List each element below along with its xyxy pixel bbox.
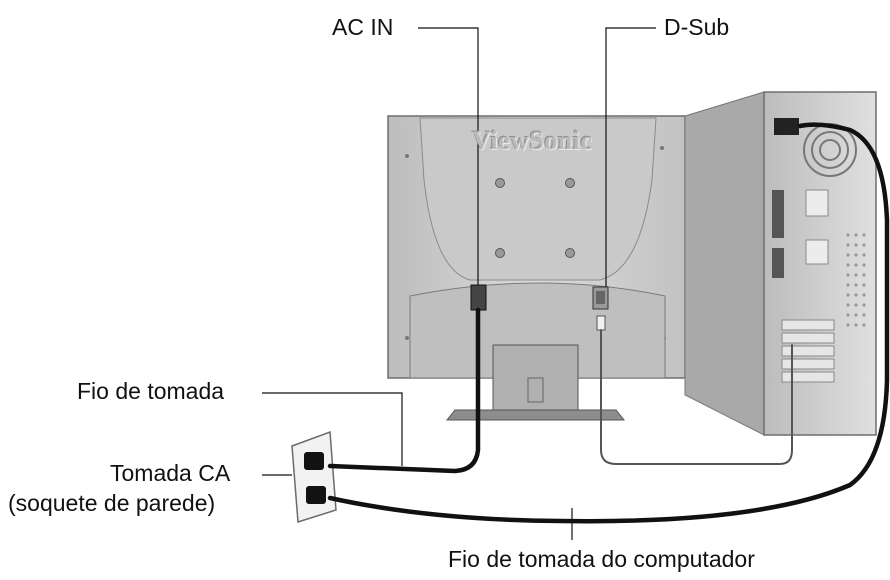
- d-sub-plug: [596, 315, 606, 331]
- io-panel: [772, 190, 784, 238]
- outlet-plug-bottom: [306, 486, 326, 504]
- power-cord-leader: [262, 392, 403, 466]
- corner-screw: [405, 336, 409, 340]
- wall-outlet: [291, 430, 337, 523]
- monitor-rear-cover: [419, 117, 657, 281]
- mount-hole: [495, 248, 505, 258]
- leader-lines: [262, 27, 656, 540]
- computer: [684, 91, 877, 436]
- outlet-plug-top: [304, 452, 324, 470]
- io-panel: [772, 248, 784, 278]
- io-slot: [805, 239, 829, 265]
- outlet-plate: [291, 430, 337, 523]
- corner-screw: [660, 146, 664, 150]
- d-sub-cable: [600, 329, 793, 465]
- mount-hole: [565, 178, 575, 188]
- power-cord-label: Fio de tomada: [77, 378, 225, 404]
- d-sub-label: D-Sub: [664, 14, 730, 40]
- computer-power-cable: [327, 122, 890, 524]
- mount-hole: [565, 248, 575, 258]
- outlet-label-line1: Tomada CA: [110, 460, 231, 486]
- stand-slot: [527, 377, 544, 403]
- fan-ring: [811, 131, 849, 169]
- d-sub-pins: [596, 291, 605, 304]
- fan-hub: [819, 139, 841, 161]
- cables: [327, 122, 890, 524]
- monitor-power-cable: [327, 307, 481, 474]
- outlet-label-line2: (soquete de parede): [8, 490, 216, 516]
- ac-in-port: [470, 284, 487, 311]
- monitor: [387, 115, 686, 421]
- monitor-stand-base: [445, 409, 626, 421]
- mount-hole: [495, 178, 505, 188]
- vent-holes: [846, 233, 866, 327]
- ac-in-leader: [418, 27, 479, 285]
- brand-logo: ViewSonic: [472, 126, 593, 155]
- ac-in-label: AC IN: [332, 14, 394, 40]
- power-socket: [774, 118, 799, 135]
- io-slot: [805, 189, 829, 217]
- computer-power-cord-label: Fio de tomada do computador: [448, 546, 755, 572]
- d-sub-leader: [605, 27, 656, 287]
- corner-screw: [405, 154, 409, 158]
- computer-side: [684, 91, 765, 436]
- expansion-slots: [781, 319, 835, 383]
